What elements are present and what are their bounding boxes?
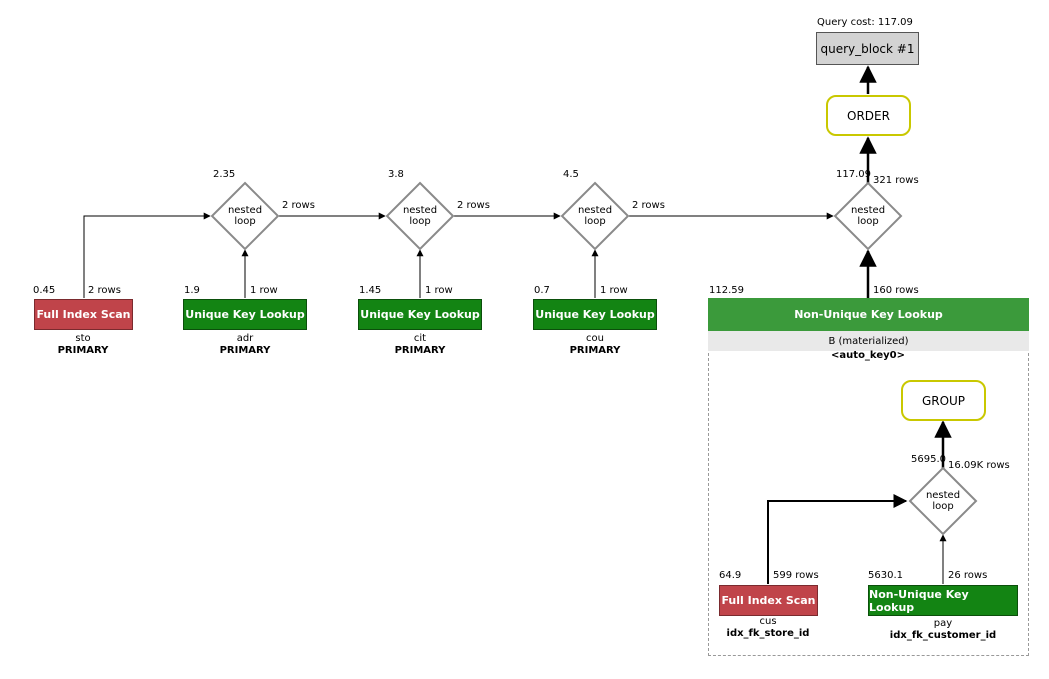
nested-loop-cost: 4.5 — [563, 169, 579, 180]
adr-unique-key-lookup[interactable]: Unique Key Lookup — [183, 299, 307, 330]
nested-loop-diamond — [833, 181, 903, 251]
materialized-cost: 112.59 — [709, 285, 744, 296]
table-rows: 1 row — [425, 285, 453, 296]
edge-sto-nl1 — [83, 212, 211, 298]
table-rows: 1 row — [600, 285, 628, 296]
table-name: cit — [413, 333, 427, 344]
table-cost: 1.9 — [184, 285, 200, 296]
nested-loop-rows: 2 rows — [457, 200, 490, 211]
table-cost: 0.7 — [534, 285, 550, 296]
query-block-node[interactable]: query_block #1 — [816, 32, 919, 65]
pay-non-unique-key-lookup[interactable]: Non-Unique Key Lookup — [868, 585, 1018, 616]
query-cost: Query cost: 117.09 — [817, 17, 913, 28]
table-rows: 26 rows — [948, 570, 988, 581]
table-rows: 2 rows — [88, 285, 121, 296]
nested-loop-rows: 2 rows — [282, 200, 315, 211]
table-name: pay — [933, 618, 953, 629]
nested-loop-diamond — [385, 181, 455, 251]
table-key: PRIMARY — [394, 345, 446, 356]
table-name: cou — [586, 333, 604, 344]
sto-full-index-scan[interactable]: Full Index Scan — [34, 299, 133, 330]
table-rows: 599 rows — [773, 570, 819, 581]
cit-unique-key-lookup[interactable]: Unique Key Lookup — [358, 299, 482, 330]
nested-loop-cost: 117.09 — [836, 169, 871, 180]
table-key: PRIMARY — [57, 345, 109, 356]
nested-loop-cost: 5695.0 — [911, 454, 946, 465]
cou-unique-key-lookup[interactable]: Unique Key Lookup — [533, 299, 657, 330]
table-rows: 1 row — [250, 285, 278, 296]
materialized-table: B (materialized) — [708, 331, 1029, 351]
table-cost: 1.45 — [359, 285, 382, 296]
order-node[interactable]: ORDER — [826, 95, 911, 136]
table-key: PRIMARY — [219, 345, 271, 356]
nested-loop-diamond — [908, 466, 978, 536]
materialized-non-unique-key-lookup[interactable]: Non-Unique Key Lookup — [708, 298, 1029, 331]
materialized-rows: 160 rows — [873, 285, 919, 296]
nested-loop-diamond — [560, 181, 630, 251]
table-cost: 5630.1 — [868, 570, 903, 581]
table-cost: 64.9 — [719, 570, 742, 581]
nested-loop-cost: 3.8 — [388, 169, 404, 180]
edge-cus-nl5 — [767, 494, 908, 584]
nested-loop-cost: 2.35 — [213, 169, 236, 180]
nested-loop-diamond — [210, 181, 280, 251]
table-name: adr — [236, 333, 254, 344]
nested-loop-rows: 16.09K rows — [948, 460, 1010, 471]
nested-loop-rows: 2 rows — [632, 200, 665, 211]
table-name: cus — [759, 616, 777, 627]
nested-loop-rows: 321 rows — [873, 175, 919, 186]
table-name: sto — [75, 333, 91, 344]
materialized-key: <auto_key0> — [831, 350, 905, 361]
table-cost: 0.45 — [33, 285, 56, 296]
table-key: idx_fk_customer_id — [889, 630, 997, 641]
group-node[interactable]: GROUP — [901, 380, 986, 421]
cus-full-index-scan[interactable]: Full Index Scan — [719, 585, 818, 616]
table-key: idx_fk_store_id — [726, 628, 810, 639]
table-key: PRIMARY — [569, 345, 621, 356]
